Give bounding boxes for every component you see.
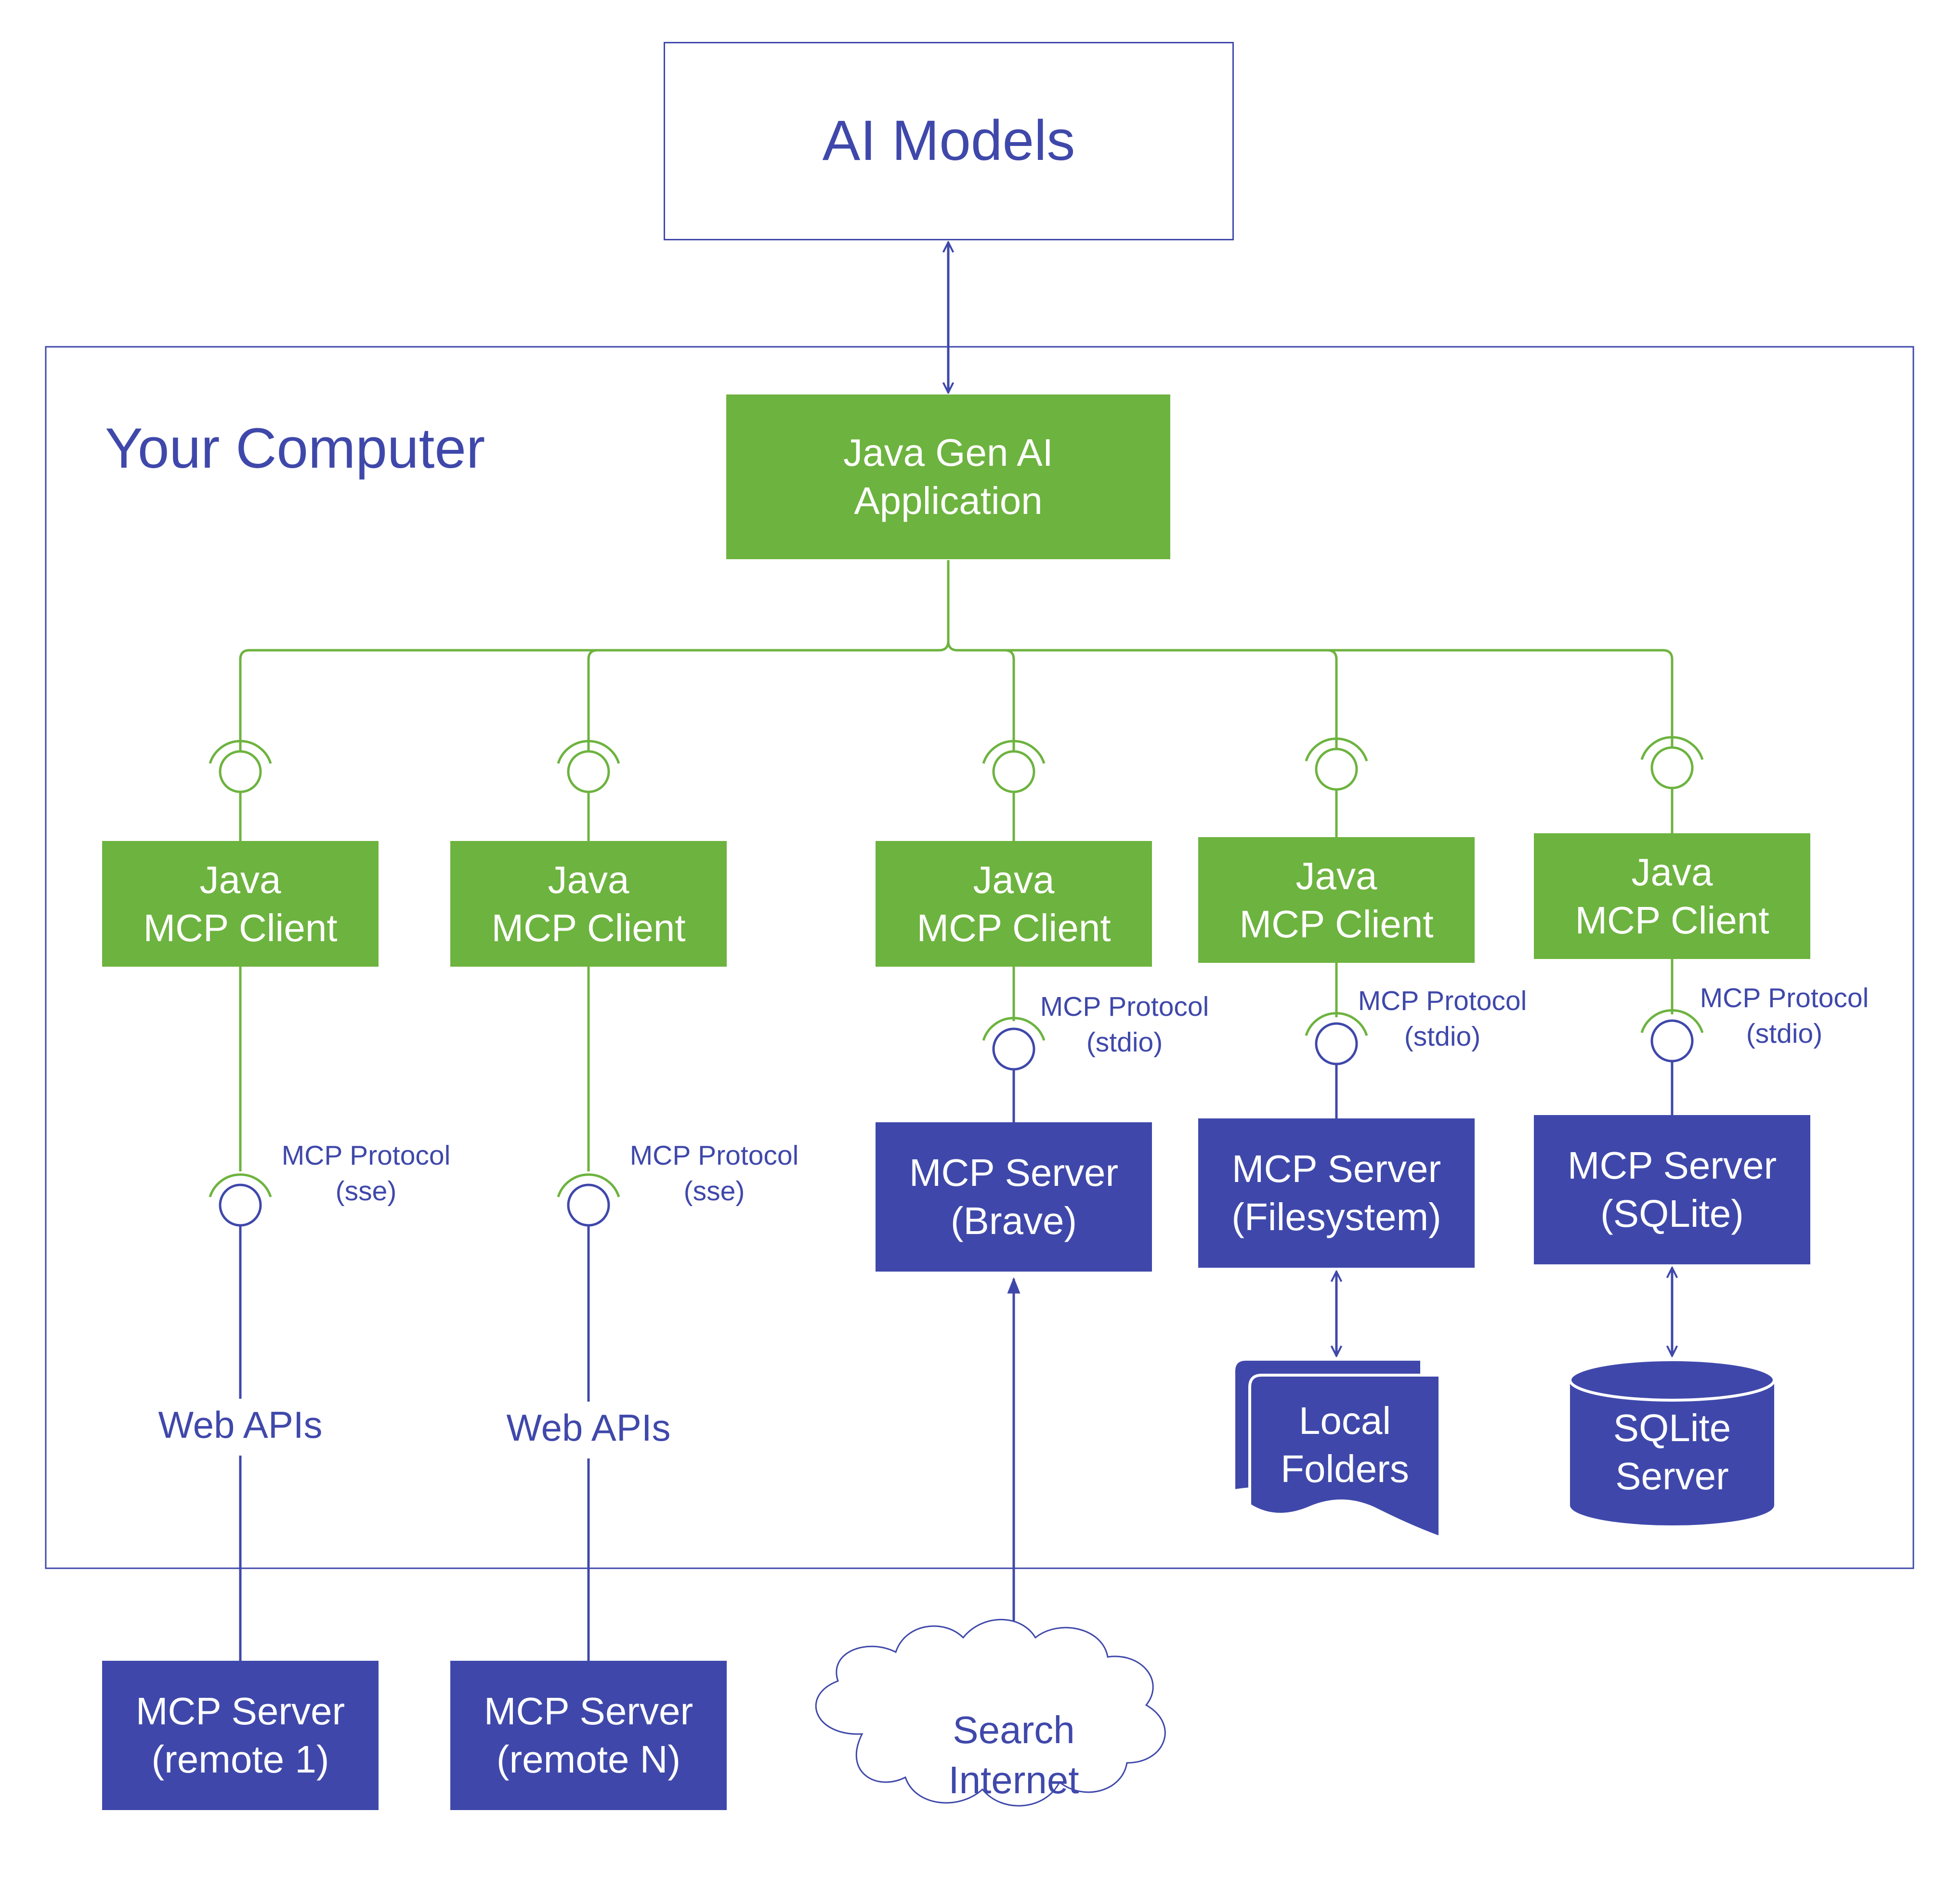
ai-models-title: AI Models [822, 109, 1075, 173]
client-4-line-2: MCP Client [1239, 902, 1434, 945]
protocol-5-line-1: MCP Protocol [1700, 983, 1869, 1013]
interface-symbol-client-3 [982, 740, 1046, 842]
sqlite-cylinder [1569, 1358, 1776, 1525]
web-apis-label-2: Web APIs [506, 1406, 671, 1449]
computer-title: Your Computer [105, 417, 485, 480]
client-3-line-2: MCP Client [916, 906, 1111, 949]
client-3-line-1: Java [973, 858, 1055, 901]
client-2-line-2: MCP Client [491, 906, 686, 949]
protocol-3-line-1: MCP Protocol [1040, 991, 1209, 1022]
protocol-label-3: MCP Protocol (stdio) [1028, 989, 1221, 1060]
client-5-line-1: Java [1631, 850, 1713, 893]
client-box-1: Java MCP Client [102, 841, 379, 967]
app-box: Java Gen AI Application [726, 394, 1170, 559]
protocol-2-line-2: (sse) [683, 1176, 745, 1207]
folders-line-2: Folders [1281, 1447, 1409, 1490]
server-box-filesystem: MCP Server (Filesystem) [1198, 1118, 1475, 1268]
interface-symbol-client-2 [557, 740, 620, 842]
client-1-remote-link [209, 967, 272, 1661]
protocol-4-line-1: MCP Protocol [1358, 985, 1527, 1016]
protocol-4-line-2: (stdio) [1404, 1021, 1481, 1052]
internet-line-2: Internet [948, 1759, 1079, 1801]
client-box-3: Java MCP Client [876, 841, 1152, 967]
client-3-server-link [982, 967, 1046, 1122]
server-filesystem-line-1: MCP Server [1231, 1147, 1441, 1190]
folders-shape [1232, 1358, 1441, 1540]
client-2-remote-link [557, 967, 620, 1661]
sqlite-label: SQLite Server [1571, 1397, 1773, 1508]
app-line-1: Java Gen AI [843, 431, 1053, 474]
client-1-line-2: MCP Client [143, 906, 338, 949]
app-line-2: Application [854, 479, 1043, 522]
client-5-server-link [1640, 959, 1704, 1115]
server-box-brave: MCP Server (Brave) [876, 1122, 1152, 1272]
protocol-5-line-2: (stdio) [1746, 1018, 1823, 1050]
server-remote-1-line-1: MCP Server [135, 1690, 345, 1733]
folders-label: Local Folders [1252, 1387, 1438, 1503]
server-remote-1-line-2: (remote 1) [151, 1738, 329, 1781]
sqlite-line-2: Server [1615, 1455, 1729, 1497]
ai-models-box: AI Models [664, 42, 1234, 240]
client-4-server-link [1305, 962, 1368, 1118]
server-box-remote-1: MCP Server (remote 1) [102, 1661, 379, 1810]
internet-cloud [815, 1619, 1166, 1807]
web-apis-label-1: Web APIs [158, 1404, 323, 1446]
server-brave-line-2: (Brave) [950, 1199, 1077, 1242]
protocol-label-4: MCP Protocol (stdio) [1346, 983, 1539, 1054]
client-4-line-1: Java [1295, 854, 1377, 897]
internet-line-1: Search [953, 1708, 1075, 1751]
server-sqlite-line-2: (SQLite) [1600, 1192, 1744, 1235]
protocol-3-line-2: (stdio) [1086, 1027, 1163, 1058]
server-remote-n-line-2: (remote N) [496, 1738, 681, 1781]
computer-frame [45, 346, 1914, 1569]
folders-line-1: Local [1298, 1399, 1391, 1442]
server-remote-n-line-1: MCP Server [484, 1690, 693, 1733]
protocol-1-line-2: (sse) [335, 1176, 397, 1207]
internet-label: Search Internet [893, 1705, 1134, 1805]
sqlite-line-1: SQLite [1613, 1406, 1731, 1449]
client-5-line-2: MCP Client [1575, 898, 1769, 942]
server-box-sqlite: MCP Server (SQLite) [1534, 1115, 1810, 1264]
protocol-1-line-1: MCP Protocol [281, 1140, 451, 1171]
interface-symbol-client-4 [1305, 737, 1368, 838]
interface-symbol-client-5 [1640, 736, 1704, 834]
protocol-label-1: MCP Protocol (sse) [270, 1138, 462, 1209]
client-box-5: Java MCP Client [1534, 833, 1810, 959]
interface-symbol-client-1 [209, 740, 272, 842]
client-box-2: Java MCP Client [450, 841, 727, 967]
client-box-4: Java MCP Client [1198, 837, 1475, 963]
server-sqlite-line-1: MCP Server [1567, 1144, 1777, 1187]
server-brave-line-1: MCP Server [909, 1151, 1119, 1194]
protocol-label-2: MCP Protocol (sse) [618, 1138, 811, 1209]
server-box-remote-n: MCP Server (remote N) [450, 1661, 727, 1810]
client-1-line-1: Java [199, 858, 281, 901]
protocol-2-line-1: MCP Protocol [629, 1140, 799, 1171]
app-client-tree [239, 560, 1674, 751]
client-2-line-1: Java [548, 858, 629, 901]
server-filesystem-line-2: (Filesystem) [1231, 1195, 1441, 1238]
protocol-label-5: MCP Protocol (stdio) [1688, 980, 1881, 1051]
